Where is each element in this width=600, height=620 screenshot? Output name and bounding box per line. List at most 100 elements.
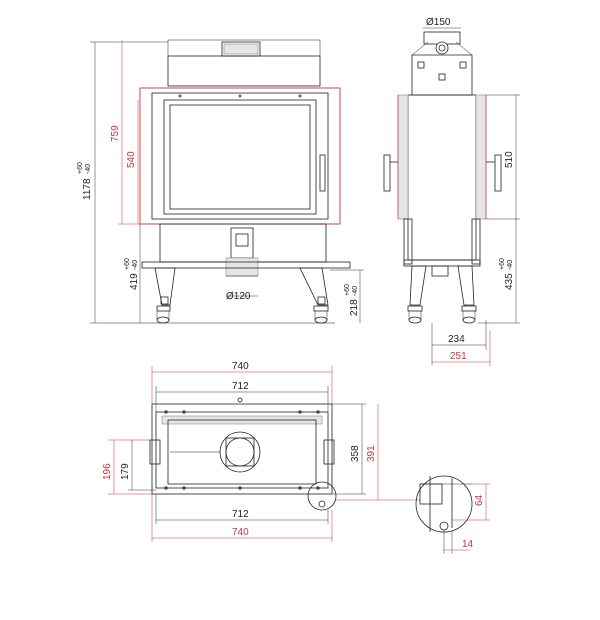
dim-front-lower-tol-plus: +60 xyxy=(124,258,131,270)
plan-inner xyxy=(167,419,317,485)
foot-left xyxy=(156,316,170,324)
foot-right xyxy=(314,316,328,324)
plan-dot xyxy=(164,410,168,414)
plan-wheel xyxy=(307,481,337,511)
dim-top-width-red: 740 xyxy=(232,361,249,372)
side-handle-right xyxy=(494,154,502,192)
plan-dot xyxy=(316,486,320,490)
front-hood xyxy=(167,55,321,87)
dim-front-lower: 419 xyxy=(129,273,140,290)
leg-foot-bolt-left xyxy=(160,296,169,305)
detail-wheel xyxy=(439,521,449,531)
frame-dot xyxy=(178,94,182,98)
front-view xyxy=(100,39,351,324)
detail-bracket xyxy=(419,483,443,505)
plan-lug xyxy=(237,397,243,403)
dim-total-height-tol-minus: -40 xyxy=(85,164,92,174)
plan-dot xyxy=(238,486,242,490)
plan-dot xyxy=(182,486,186,490)
dim-top-width: 712 xyxy=(232,381,249,392)
front-leg-right xyxy=(299,267,329,306)
dim-side-height: 510 xyxy=(504,151,515,168)
side-foot-right xyxy=(462,316,476,324)
side-foot-pad-right xyxy=(461,305,477,312)
frame-dot xyxy=(298,94,302,98)
dim-side-lower: 435 xyxy=(504,273,515,290)
detail-view: 64 14 xyxy=(415,475,490,554)
dim-side-lower-tol-plus: +60 xyxy=(499,258,506,270)
dim-front-lower-tol-minus: -40 xyxy=(132,260,139,270)
plan-dot xyxy=(316,410,320,414)
side-vent xyxy=(459,61,467,69)
frame-dot xyxy=(238,94,242,98)
front-base-plate xyxy=(141,261,351,269)
side-leg-right xyxy=(457,265,475,306)
dim-outlet-height-tol-plus: +60 xyxy=(344,284,351,296)
dim-outlet-diameter: Ø120 xyxy=(226,291,251,302)
dim-total-height: 1178 xyxy=(82,178,93,200)
dim-side-lower-tol-minus: -40 xyxy=(507,260,514,270)
dim-detail-height: 64 xyxy=(474,494,485,506)
side-hood-slope-right xyxy=(455,41,473,56)
side-base-plate xyxy=(403,259,481,267)
leg-foot-bolt-right xyxy=(317,296,326,305)
front-frame-inner xyxy=(151,92,329,220)
dim-body-height: 759 xyxy=(110,125,121,142)
dim-outlet-height: 218 xyxy=(349,299,360,316)
side-panel-right xyxy=(475,94,487,220)
dim-side-outer: 251 xyxy=(450,351,467,362)
side-panel-left xyxy=(397,94,409,220)
plan-wheel-hub xyxy=(318,500,326,508)
dim-plan-depth: 358 xyxy=(350,445,361,462)
dim-bottom-width-red: 740 xyxy=(232,527,249,538)
front-air-control-inner xyxy=(235,233,249,247)
plan-view xyxy=(149,397,337,511)
side-handle-left xyxy=(383,154,391,192)
dim-plan-side: 179 xyxy=(120,463,131,480)
front-leg-left xyxy=(154,267,176,306)
plan-dot xyxy=(182,410,186,414)
side-view: Ø150 xyxy=(383,17,502,324)
side-hood-slope-left xyxy=(411,41,429,56)
plan-side-bracket-right xyxy=(323,439,335,465)
leg-foot-pad-left xyxy=(156,305,171,312)
plan-flue-flange xyxy=(225,437,255,467)
front-door-handle xyxy=(319,154,326,192)
leg-foot-pad-right xyxy=(313,305,329,312)
dim-detail-width: 14 xyxy=(462,539,474,550)
side-vent xyxy=(417,61,425,69)
side-dimensions: 510 435 +60 -40 234 251 xyxy=(431,94,520,366)
side-vent xyxy=(438,73,446,81)
plan-dot xyxy=(164,486,168,490)
side-body xyxy=(407,94,477,261)
plan-body xyxy=(155,411,329,489)
front-door xyxy=(163,99,317,215)
side-lifting-eye xyxy=(435,41,449,55)
plan-side-bracket-left xyxy=(149,439,161,465)
front-glass xyxy=(169,104,311,210)
plan-dot xyxy=(298,486,302,490)
side-foot-left xyxy=(408,316,422,324)
dim-bottom-width: 712 xyxy=(232,509,249,520)
plan-dot xyxy=(298,410,302,414)
plan-dimensions: 740 712 358 391 196 179 712 740 xyxy=(102,361,420,542)
dim-flue-diameter: Ø150 xyxy=(426,17,451,28)
side-leg-left xyxy=(409,265,427,306)
front-dimensions: 1178 +60 -40 759 540 419 +60 -40 218 +60… xyxy=(77,40,364,324)
side-hood xyxy=(411,54,473,96)
plan-outer xyxy=(151,403,333,495)
dim-plan-depth-red: 391 xyxy=(366,445,377,462)
plan-flue-inner xyxy=(225,437,255,467)
dim-total-height-tol-plus: +60 xyxy=(77,162,84,174)
dim-outlet-height-tol-minus: -40 xyxy=(352,286,359,296)
dim-glass-height: 540 xyxy=(126,151,137,168)
side-lower-right-bracket xyxy=(471,218,481,265)
dim-plan-side-red: 196 xyxy=(102,463,113,480)
side-lower-left-bracket xyxy=(403,218,413,265)
side-outlet xyxy=(431,265,449,277)
side-foot-pad-left xyxy=(407,305,423,312)
front-outlet-cylinder xyxy=(225,257,259,277)
front-air-control xyxy=(230,227,254,259)
